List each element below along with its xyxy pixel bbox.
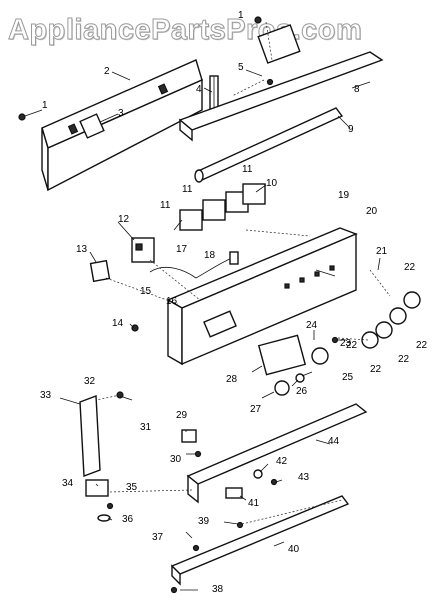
control-panel: [166, 227, 358, 366]
callout-18: 18: [204, 250, 216, 261]
upper-channel: [178, 24, 384, 142]
callout-11a: 11: [160, 200, 171, 211]
callout-8: 8: [354, 84, 360, 95]
callout-1-top: 1: [238, 10, 244, 21]
callout-27: 27: [250, 404, 262, 415]
lower-hardware: [225, 469, 278, 499]
callout-44: 44: [328, 436, 340, 447]
side-bracket: [79, 395, 111, 522]
callout-2: 2: [104, 66, 110, 77]
lower-trim: [186, 403, 368, 504]
screws: [18, 16, 339, 594]
callout-17: 17: [176, 244, 188, 255]
callout-22c: 22: [398, 354, 410, 365]
callout-24: 24: [306, 320, 318, 331]
callout-30: 30: [170, 454, 182, 465]
callout-11c: 11: [242, 164, 253, 175]
callout-22a: 22: [404, 262, 416, 273]
callout-19: 19: [338, 190, 350, 201]
callout-39: 39: [198, 516, 210, 527]
back-panel: [41, 59, 203, 192]
wire-harness: [149, 251, 239, 279]
callout-31: 31: [140, 422, 152, 433]
callout-20: 20: [366, 206, 378, 217]
timer-assembly: [257, 334, 307, 396]
callout-4: 4: [196, 84, 202, 95]
callout-23: 23: [340, 338, 352, 349]
callout-28: 28: [226, 374, 238, 385]
leader-lines: [24, 69, 381, 591]
callout-38: 38: [212, 584, 224, 595]
knobs: [311, 291, 421, 365]
callout-36: 36: [122, 514, 134, 525]
callout-41: 41: [248, 498, 260, 509]
assembly-lines: [95, 21, 391, 525]
callout-12: 12: [118, 214, 130, 225]
connector-block: [89, 259, 111, 283]
callout-15: 15: [140, 286, 152, 297]
callout-11b: 11: [182, 184, 193, 195]
callout-29: 29: [176, 410, 188, 421]
callout-33: 33: [40, 390, 52, 401]
callout-1: 1: [42, 100, 48, 111]
switch-group: [179, 183, 266, 231]
callout-42: 42: [276, 456, 288, 467]
callout-25: 25: [342, 372, 354, 383]
clip: [181, 429, 202, 458]
callout-22e: 22: [346, 340, 358, 351]
callout-3: 3: [118, 108, 124, 119]
relay: [131, 237, 155, 263]
watermark: AppliancePartsPros.com: [7, 14, 363, 47]
callout-40: 40: [288, 544, 300, 555]
callout-22d: 22: [370, 364, 382, 375]
lower-rail: [170, 495, 350, 586]
callout-34: 34: [62, 478, 74, 489]
callout-16: 16: [166, 296, 178, 307]
callout-13: 13: [76, 244, 88, 255]
tube: [194, 107, 344, 183]
callout-22b: 22: [416, 340, 428, 351]
callout-43: 43: [298, 472, 310, 483]
callout-37: 37: [152, 532, 164, 543]
callout-14: 14: [112, 318, 124, 329]
callout-labels: 1 1 2 3 4 5 8 9 10 11 11 11 12 13 14 15 …: [40, 10, 428, 595]
callout-26: 26: [296, 386, 308, 397]
callout-21: 21: [376, 246, 388, 257]
callout-35: 35: [126, 482, 138, 493]
callout-10: 10: [266, 178, 278, 189]
callout-5: 5: [238, 62, 244, 73]
callout-32: 32: [84, 376, 96, 387]
callout-9: 9: [348, 124, 354, 135]
